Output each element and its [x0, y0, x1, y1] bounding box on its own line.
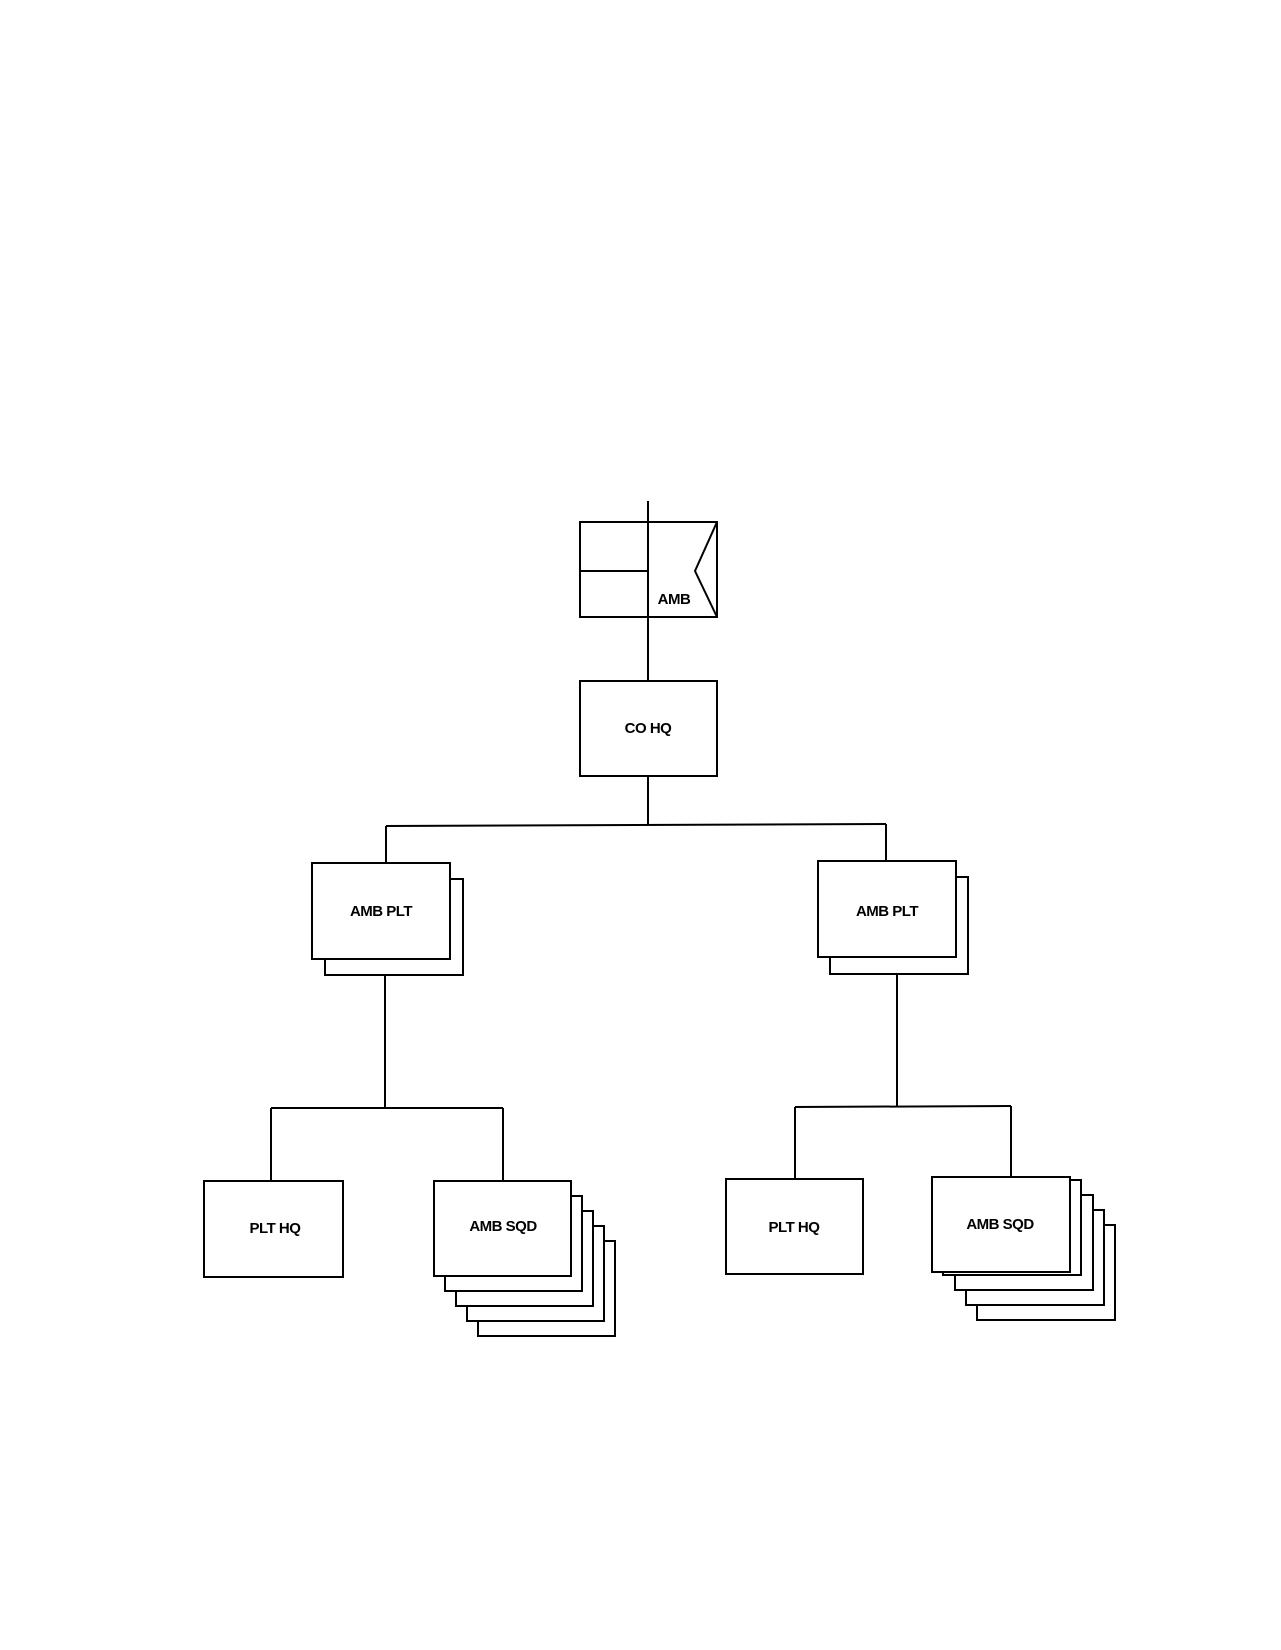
co-hq-box: CO HQ [579, 680, 718, 777]
amb-plt-box-2: AMB PLT [817, 860, 969, 975]
connector-lines [270, 501, 1012, 1181]
amb-sqd-box-1: AMB SQD [433, 1180, 616, 1337]
amb-sqd-1-label: AMB SQD [469, 1218, 537, 1235]
amb-plt-box-1: AMB PLT [311, 862, 464, 976]
amb-plt-1-label: AMB PLT [350, 903, 412, 920]
amb-sqd-1-frame [433, 1180, 572, 1277]
amb-plt-1-frame [311, 862, 451, 960]
connector-platoon-2-bar [794, 1105, 1012, 1108]
amb-sqd-2-frame [931, 1176, 1071, 1273]
plt-hq-1-frame [203, 1180, 344, 1278]
unit-symbol: AMB [579, 521, 718, 618]
plt-hq-2-label: PLT HQ [769, 1219, 821, 1236]
unit-symbol-label: AMB [658, 591, 691, 608]
plt-hq-2-frame [725, 1178, 864, 1275]
amb-sqd-2-label: AMB SQD [966, 1216, 1034, 1233]
amb-plt-2-label: AMB PLT [856, 903, 918, 920]
plt-hq-1-label: PLT HQ [250, 1220, 302, 1237]
co-hq-frame [579, 680, 718, 777]
plt-hq-box-2: PLT HQ [725, 1178, 864, 1275]
unit-symbol-chevron [693, 521, 718, 618]
amb-plt-2-frame [817, 860, 957, 958]
co-hq-label: CO HQ [625, 720, 673, 737]
plt-hq-box-1: PLT HQ [203, 1180, 344, 1278]
amb-sqd-box-2: AMB SQD [931, 1176, 1116, 1321]
connector-platoon-bar [385, 823, 887, 827]
